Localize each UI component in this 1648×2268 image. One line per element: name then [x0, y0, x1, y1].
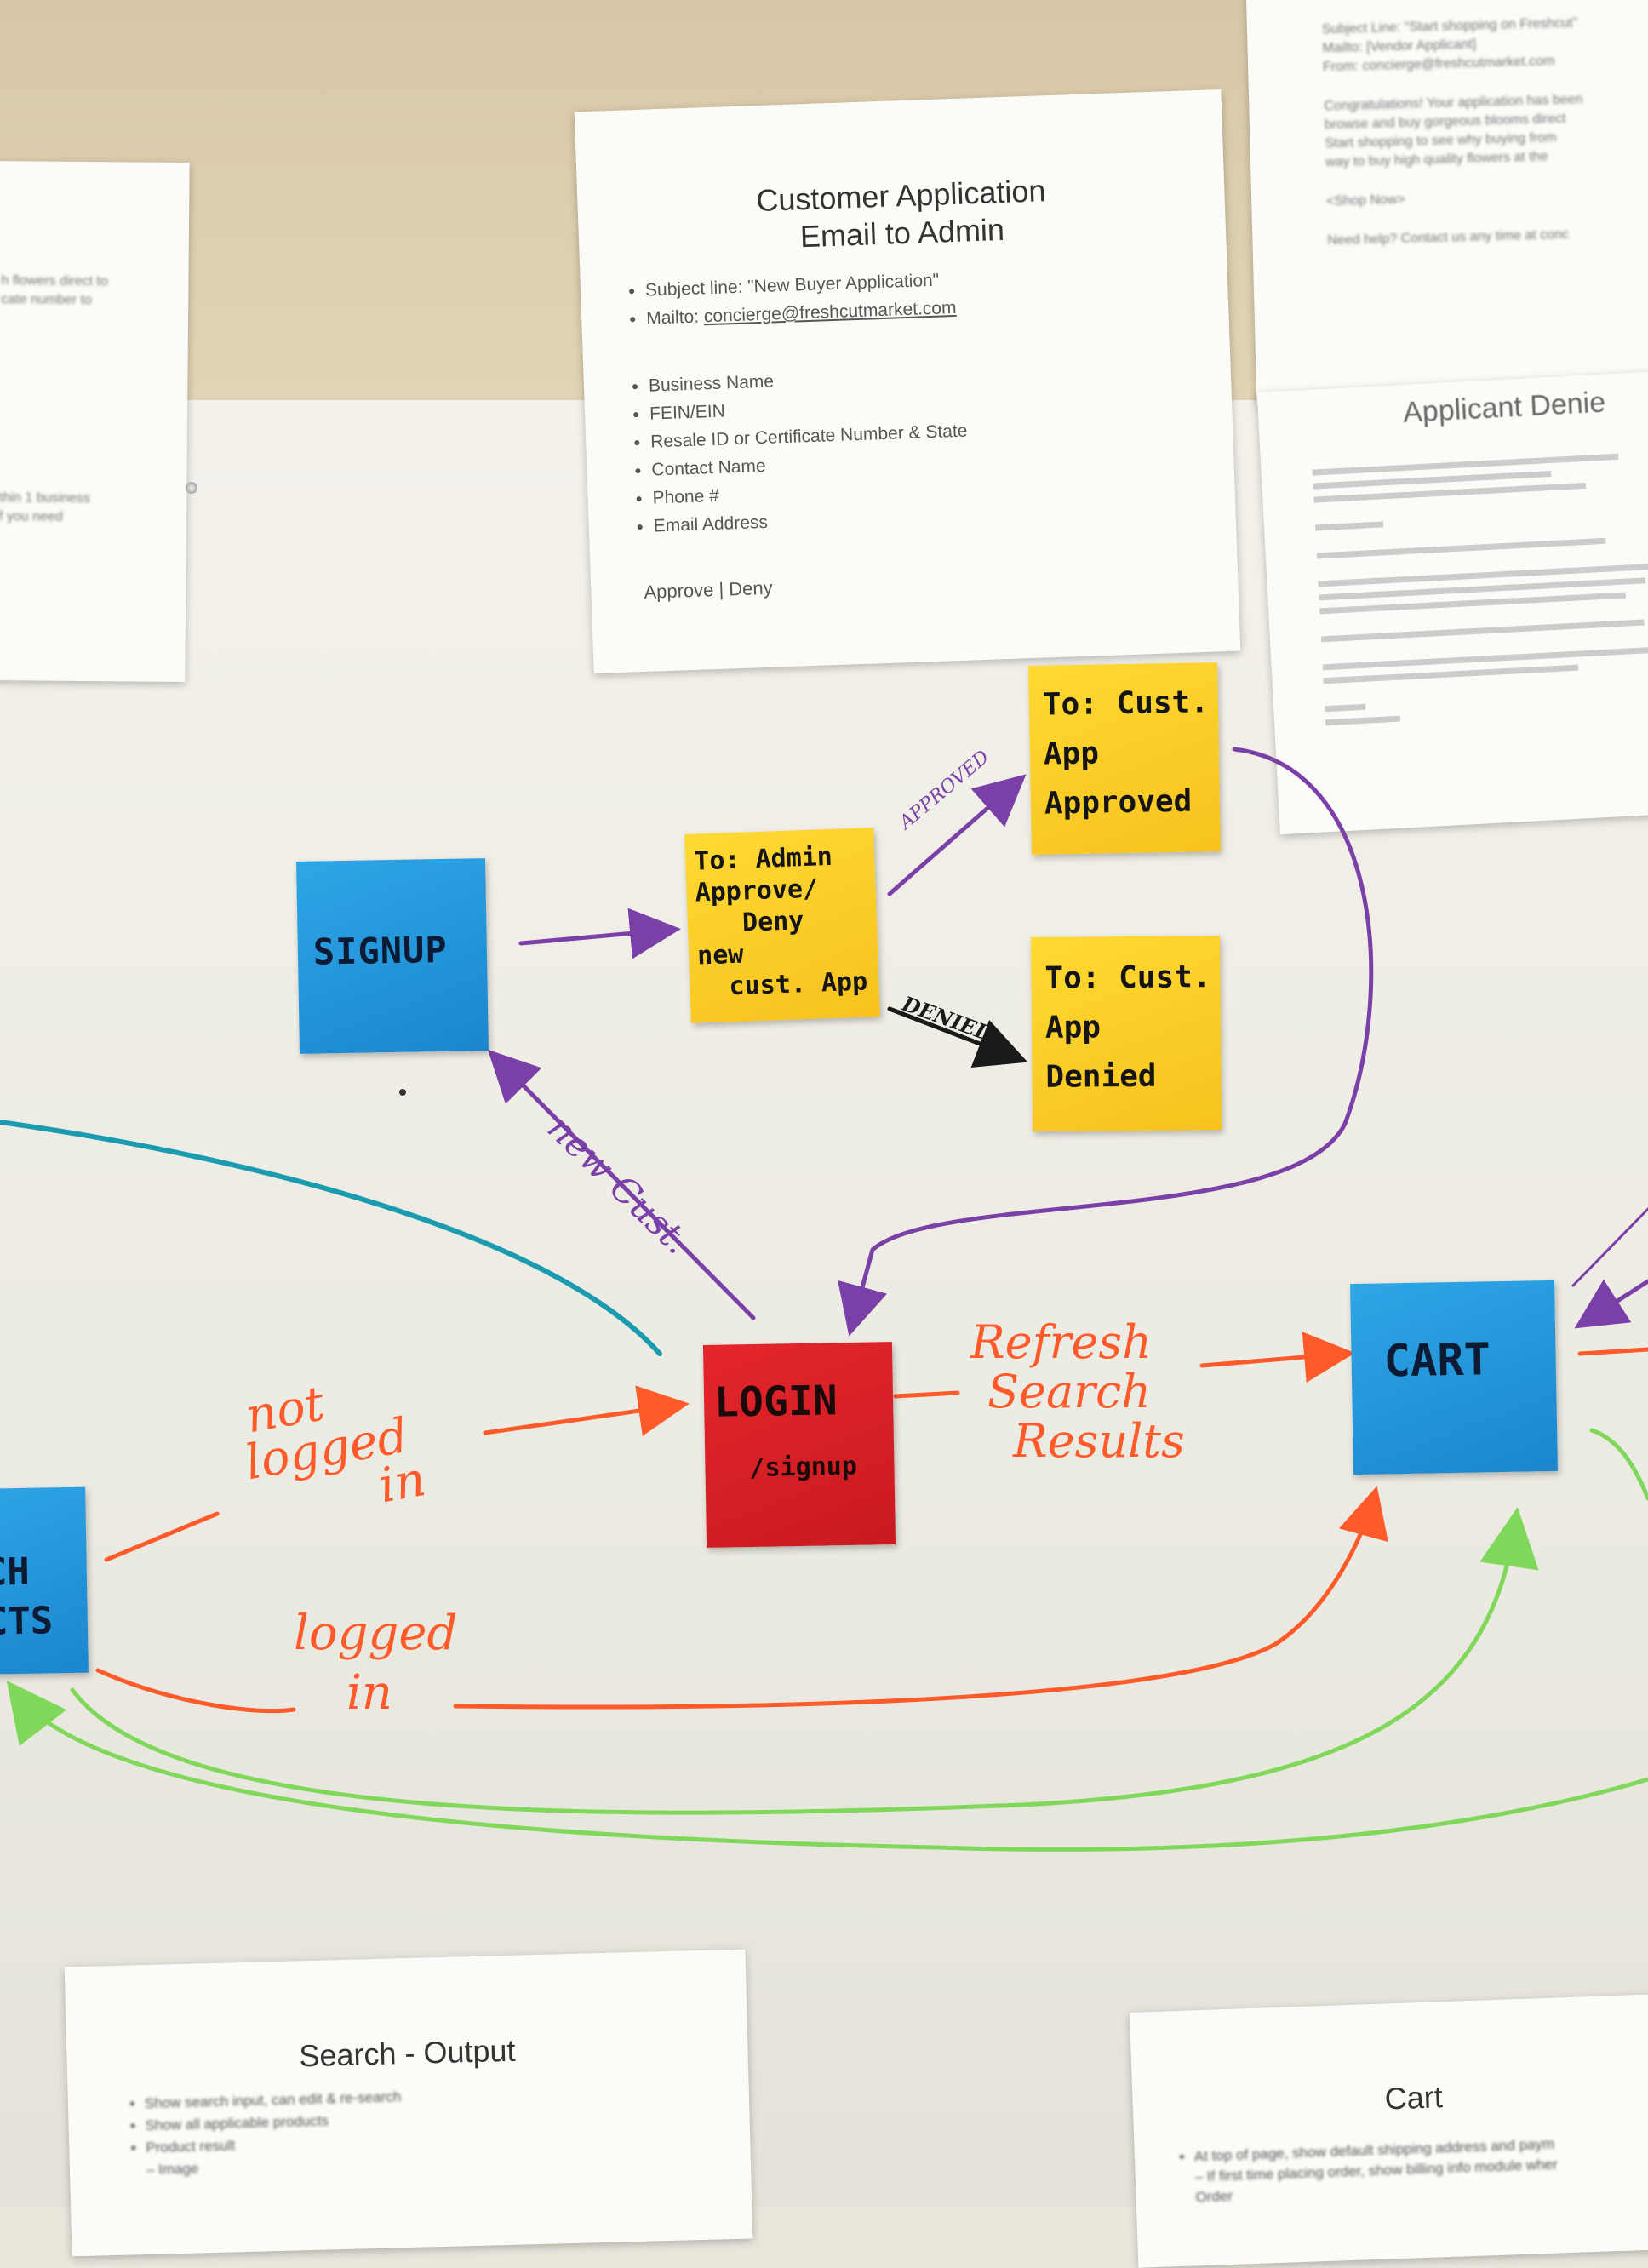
approved-label: To: Cust. App Approved	[1042, 684, 1210, 822]
purple-right-line	[1571, 1207, 1648, 1287]
cart-sticky[interactable]: CART	[1350, 1280, 1558, 1475]
arrow-notlogged-to-login	[483, 1385, 690, 1436]
not-logged-in-label: not logged in	[234, 1366, 430, 1532]
arrow-signup-to-admin	[518, 908, 681, 959]
line-search-loggedin	[95, 1668, 296, 1714]
teal-line	[0, 1120, 662, 1356]
signup-sticky[interactable]: SIGNUP	[296, 858, 489, 1054]
arrow-approved-to-login	[838, 747, 1374, 1337]
green-loop-upper	[70, 1507, 1539, 1815]
login-sublabel: /signup	[749, 1451, 858, 1484]
signup-label: SIGNUP	[312, 928, 449, 973]
orange-right	[1577, 1347, 1648, 1356]
admin-approval-sticky[interactable]: To: Admin Approve/ Deny new cust. App	[684, 828, 880, 1023]
logged-in-text: in	[346, 1665, 392, 1721]
refresh-text: Search	[987, 1365, 1151, 1418]
search-products-label: CH CTS	[0, 1549, 54, 1644]
refresh-search-results-label: Refresh Search Results	[970, 1318, 1185, 1466]
search-products-sticky[interactable]: CH CTS	[0, 1486, 89, 1675]
denied-sticky[interactable]: To: Cust. App Denied	[1031, 936, 1222, 1131]
arrow-newcust-to-signup	[487, 1049, 756, 1320]
line-login-to-refresh	[893, 1390, 960, 1399]
purple-right-in	[1574, 1279, 1648, 1329]
arrow-refresh-to-cart	[1199, 1332, 1355, 1383]
pushpin-icon	[186, 482, 197, 494]
admin-approval-label: To: Admin Approve/ Deny new cust. App	[693, 841, 868, 1003]
login-label: LOGIN	[713, 1377, 838, 1427]
refresh-text: Refresh	[970, 1315, 1152, 1369]
arrow-approved	[887, 774, 1027, 896]
flow-arrows	[0, 747, 1648, 1852]
green-right	[1589, 1428, 1648, 1501]
cart-label: CART	[1383, 1334, 1491, 1388]
denied-label: To: Cust. App Denied	[1044, 959, 1211, 1095]
refresh-text: Results	[1013, 1414, 1185, 1468]
logged-in-label: logged in	[294, 1604, 457, 1723]
arrow-loggedin-to-cart	[453, 1486, 1388, 1710]
approved-sticky[interactable]: To: Cust. App Approved	[1028, 662, 1221, 855]
arrow-denied	[887, 1006, 1028, 1068]
logged-in-text: logged	[294, 1606, 458, 1661]
line-search-to-notlogged	[104, 1511, 220, 1562]
green-loop-lower	[6, 1681, 1648, 1852]
login-sticky[interactable]: LOGIN /signup	[702, 1342, 896, 1548]
